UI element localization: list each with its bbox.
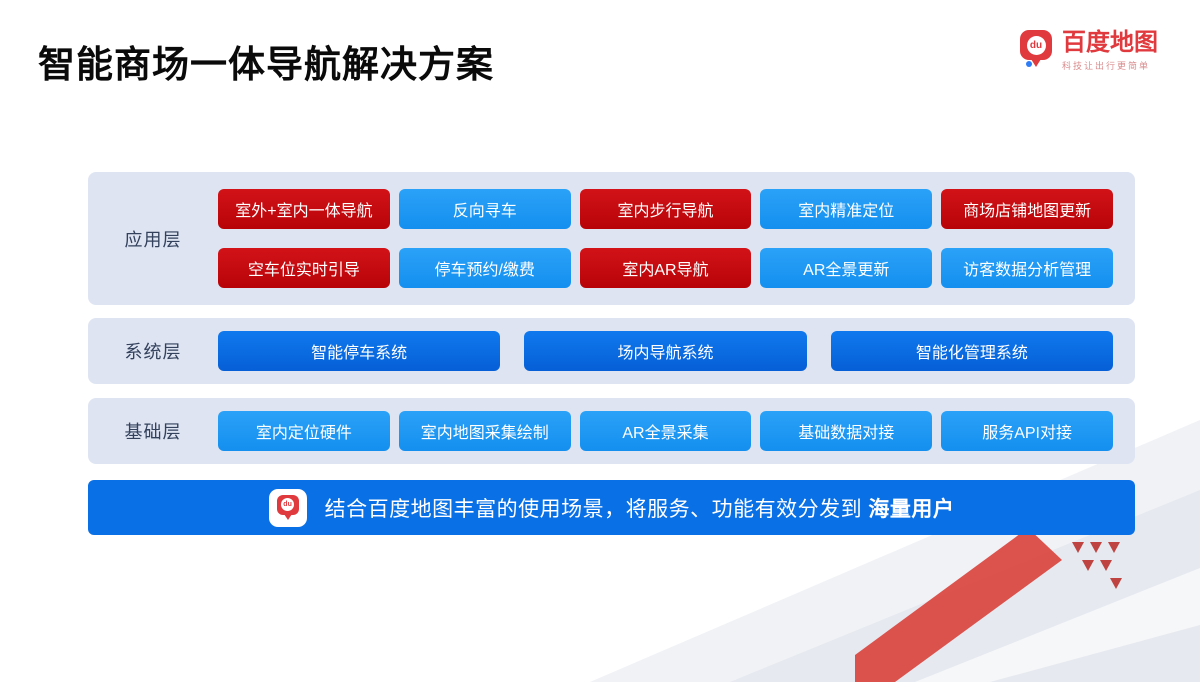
pin-tail xyxy=(1031,59,1041,67)
feature-button: 室内AR导航 xyxy=(579,248,752,288)
brand-name: 百度地图 xyxy=(1062,29,1158,56)
layer-label-base: 基础层 xyxy=(124,422,182,442)
feature-button: 室内精准定位 xyxy=(760,189,933,229)
page-title: 智能商场一体导航解决方案 xyxy=(38,44,494,85)
feature-button: 反向寻车 xyxy=(398,189,571,229)
banner-highlight: 海量用户 xyxy=(868,497,955,521)
base-button: AR全景采集 xyxy=(579,411,752,451)
feature-button: AR全景更新 xyxy=(760,248,933,288)
summary-banner: du 结合百度地图丰富的使用场景，将服务、功能有效分发到 海量用户 xyxy=(88,480,1135,535)
banner-pin-tail xyxy=(283,513,292,520)
banner-text: 结合百度地图丰富的使用场景，将服务、功能有效分发到 海量用户 xyxy=(324,497,955,521)
system-button: 智能停车系统 xyxy=(218,331,501,371)
feature-button: 停车预约/缴费 xyxy=(398,248,571,288)
base-button: 服务API对接 xyxy=(941,411,1113,451)
banner-pin-du-label: du xyxy=(281,498,295,511)
layer-label-application: 应用层 xyxy=(124,229,182,250)
red-arrow-shape xyxy=(855,528,1062,682)
base-row: 室内定位硬件 室内地图采集绘制 AR全景采集 基础数据对接 服务API对接 xyxy=(218,411,1113,451)
base-button: 室内定位硬件 xyxy=(218,411,390,451)
base-button: 基础数据对接 xyxy=(760,411,933,451)
feature-button: 空车位实时引导 xyxy=(218,248,390,288)
pin-blue-dot xyxy=(1026,61,1032,67)
system-row: 智能停车系统 场内导航系统 智能化管理系统 xyxy=(218,331,1113,371)
application-row-1: 室外+室内一体导航 反向寻车 室内步行导航 室内精准定位 商场店铺地图更新 xyxy=(218,189,1113,229)
base-button: 室内地图采集绘制 xyxy=(398,411,571,451)
baidu-maps-logo: du 百度地图 科技让出行更简单 xyxy=(1020,29,1158,72)
application-layer-panel: 应用层 室外+室内一体导航 反向寻车 室内步行导航 室内精准定位 商场店铺地图更… xyxy=(88,172,1135,305)
brand-tagline: 科技让出行更简单 xyxy=(1062,61,1151,72)
banner-logo-icon: du xyxy=(268,488,307,527)
feature-button: 商场店铺地图更新 xyxy=(941,189,1113,229)
feature-button: 室内步行导航 xyxy=(579,189,752,229)
pin-du-label: du xyxy=(1026,35,1046,55)
system-button: 智能化管理系统 xyxy=(830,331,1113,371)
base-layer-panel: 基础层 室内定位硬件 室内地图采集绘制 AR全景采集 基础数据对接 服务API对… xyxy=(88,398,1135,464)
system-button: 场内导航系统 xyxy=(524,331,807,371)
system-layer-panel: 系统层 智能停车系统 场内导航系统 智能化管理系统 xyxy=(88,318,1135,384)
application-row-2: 空车位实时引导 停车预约/缴费 室内AR导航 AR全景更新 访客数据分析管理 xyxy=(218,248,1113,288)
layer-label-system: 系统层 xyxy=(124,342,182,362)
triangle-cluster-icon xyxy=(1072,542,1122,589)
feature-button: 访客数据分析管理 xyxy=(941,248,1113,288)
baidu-pin-icon: du xyxy=(1020,30,1054,70)
feature-button: 室外+室内一体导航 xyxy=(218,189,390,229)
